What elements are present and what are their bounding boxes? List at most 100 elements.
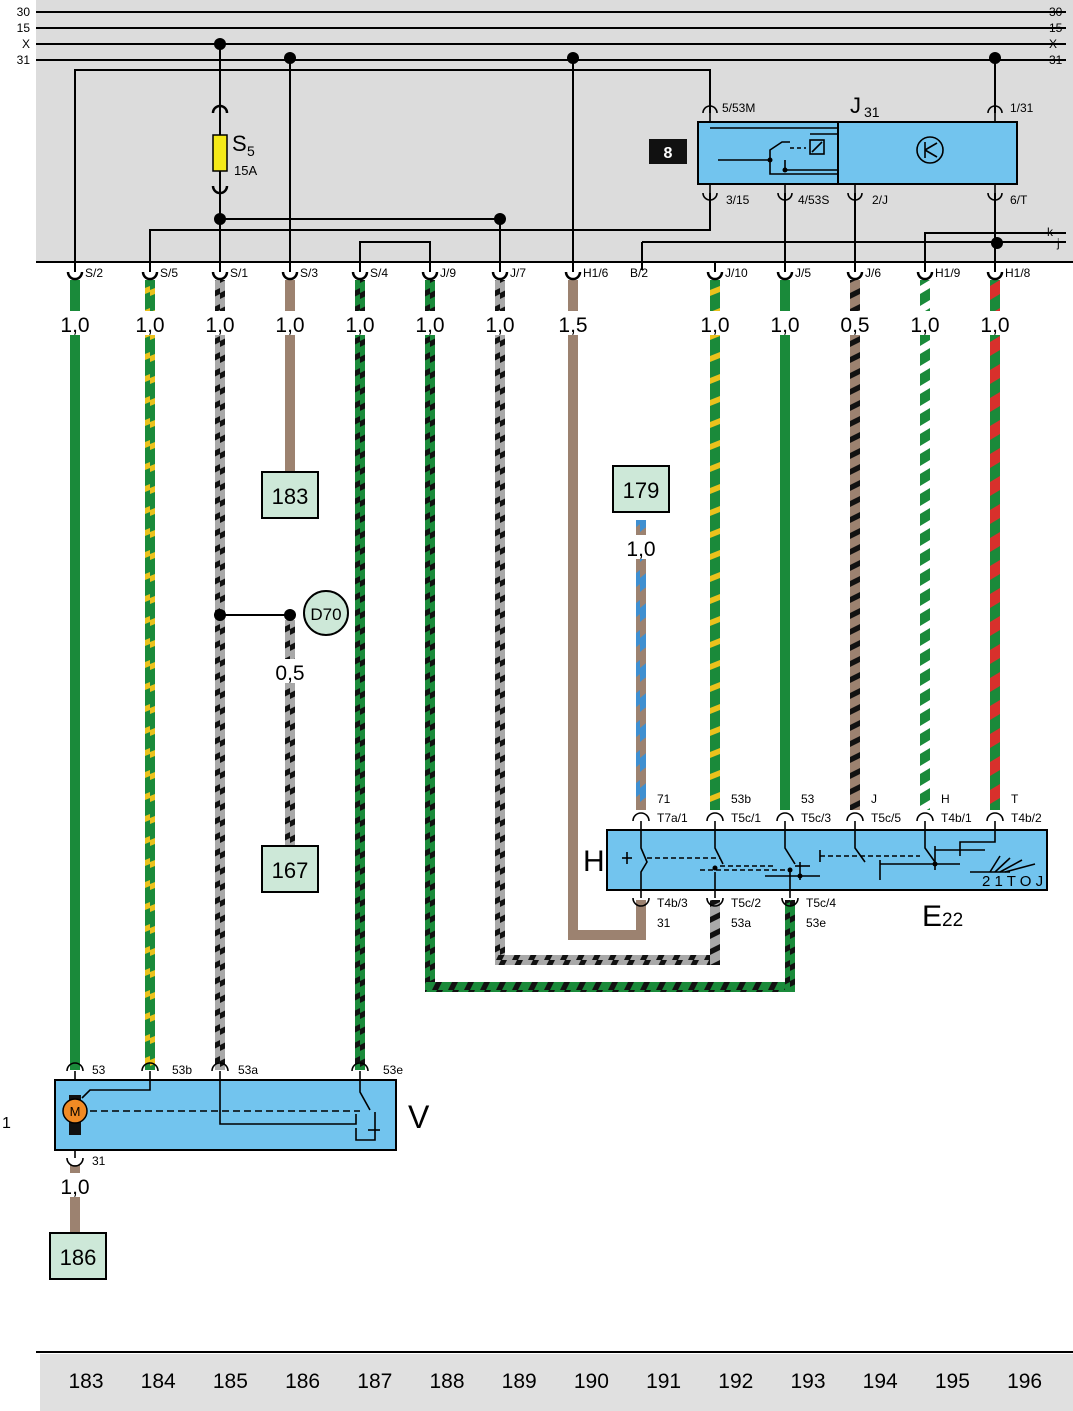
reference-186-text: 186 bbox=[60, 1245, 97, 1270]
motor-pin-53b: 53b bbox=[172, 1063, 192, 1077]
connector-s3-label: S/3 bbox=[300, 266, 318, 280]
reference-167-text: 167 bbox=[272, 858, 309, 883]
motor-pin-31: 31 bbox=[92, 1154, 106, 1168]
reference-179-text: 179 bbox=[623, 478, 660, 503]
gauge-s3: 1,0 bbox=[275, 314, 304, 337]
supply-rails bbox=[36, 11, 1066, 61]
switch-top-pin-1: T5c/1 bbox=[731, 811, 761, 825]
switch-positions: 2 1 T O J bbox=[982, 873, 1043, 890]
connector-j10-label: J/10 bbox=[725, 266, 748, 280]
gauge-bg-h1-6 bbox=[554, 311, 592, 335]
wire-h1-9 bbox=[920, 280, 930, 810]
connector-j10-socket bbox=[706, 271, 724, 281]
wire-ref-179 bbox=[636, 520, 646, 810]
relay-pin-2-j: 2/J bbox=[872, 193, 888, 207]
connector-s5-socket bbox=[141, 271, 159, 281]
rail-x-label: X bbox=[22, 37, 30, 51]
connector-s2-socket bbox=[66, 271, 84, 281]
gauge-s5: 1,0 bbox=[135, 314, 164, 337]
connector-s4-socket bbox=[351, 271, 369, 281]
connector-h1-6-label: H1/6 bbox=[583, 266, 609, 280]
relay-pin-3-15: 3/15 bbox=[726, 193, 750, 207]
gauge-bg-s1 bbox=[201, 311, 239, 335]
reference-box-183 bbox=[261, 471, 319, 519]
wiper-motor-v bbox=[54, 1062, 397, 1167]
gauge-h1-6: 1,5 bbox=[558, 314, 587, 337]
switch-top-code-5: T bbox=[1011, 792, 1019, 806]
gauge-motor_ground: 1,0 bbox=[60, 1176, 89, 1199]
connector-j9-label: J/9 bbox=[440, 266, 456, 280]
connector-s4-label: S/4 bbox=[370, 266, 388, 280]
panel-junction-dots bbox=[214, 38, 1003, 249]
gauge-bg-s5 bbox=[131, 311, 169, 335]
wire-j7-riser bbox=[710, 900, 720, 965]
wire-j7 bbox=[495, 280, 505, 965]
gauge-bg-j7 bbox=[481, 311, 519, 335]
wire-h1-6 bbox=[568, 280, 578, 940]
reference-box-167 bbox=[261, 845, 319, 893]
motor-m-symbol bbox=[62, 1098, 88, 1124]
ground-point-d70 bbox=[303, 590, 349, 636]
relay-name: J bbox=[850, 93, 861, 118]
wire-s2 bbox=[70, 280, 80, 1070]
wire-s1 bbox=[215, 280, 225, 1070]
rail-15-label: 15 bbox=[17, 21, 31, 35]
gauge-bg-d70 bbox=[271, 659, 309, 683]
reference-183-text: 183 bbox=[272, 484, 309, 509]
gauge-bg-s3 bbox=[271, 311, 309, 335]
footer-column-184: 184 bbox=[141, 1370, 176, 1393]
connector-s3-socket bbox=[281, 271, 299, 281]
connector-j6-socket bbox=[846, 271, 864, 281]
footer-column-188: 188 bbox=[429, 1370, 464, 1393]
gauge-j9: 1,0 bbox=[415, 314, 444, 337]
wire-j5 bbox=[780, 280, 790, 810]
ground-point-d70-label: D70 bbox=[310, 605, 341, 624]
switch-top-pin-4: T4b/1 bbox=[941, 811, 972, 825]
switch-top-pin-0: T7a/1 bbox=[657, 811, 688, 825]
relay-pin-1-31: 1/31 bbox=[1010, 101, 1034, 115]
connector-h1-8-label: H1/8 bbox=[1005, 266, 1031, 280]
wire-j6 bbox=[850, 280, 860, 810]
switch-top-code-1: 53b bbox=[731, 792, 751, 806]
connector-h1-9-label: H1/9 bbox=[935, 266, 961, 280]
footer-column-196: 196 bbox=[1007, 1370, 1042, 1393]
gauge-d70: 0,5 bbox=[275, 662, 304, 685]
footer-column-193: 193 bbox=[790, 1370, 825, 1393]
connector-j9-socket bbox=[421, 271, 439, 281]
footer-column-185: 185 bbox=[213, 1370, 248, 1393]
gauge-s4: 1,0 bbox=[345, 314, 374, 337]
switch-sub: 22 bbox=[942, 910, 963, 931]
motor-pin-53a: 53a bbox=[238, 1063, 258, 1077]
wire-j9-riser bbox=[785, 900, 795, 992]
relay-pin-6-t: 6/T bbox=[1010, 193, 1028, 207]
gauge-j5: 1,0 bbox=[770, 314, 799, 337]
connector-b2-label: B/2 bbox=[630, 266, 648, 280]
connector-h1-8-socket bbox=[986, 271, 1004, 281]
connector-s1-label: S/1 bbox=[230, 266, 248, 280]
wiper-switch-e22 bbox=[606, 812, 1048, 907]
connector-j7-label: J/7 bbox=[510, 266, 526, 280]
fuse-s5 bbox=[211, 104, 229, 195]
switch-bottom-pin-2: T5c/4 bbox=[806, 896, 836, 910]
switch-top-code-0: 71 bbox=[657, 792, 671, 806]
rail-31-label-right: 31 bbox=[1049, 53, 1063, 67]
wire-h1-6-riser bbox=[636, 900, 646, 940]
motor-name: V bbox=[408, 1099, 430, 1135]
side-label: 1 bbox=[2, 1115, 11, 1132]
wire-s3 bbox=[285, 280, 295, 472]
rail-x-label-right: X bbox=[1049, 37, 1057, 51]
connector-h1-6-socket bbox=[564, 271, 582, 281]
switch-h-label: H bbox=[583, 845, 605, 878]
footer-strip bbox=[40, 1354, 1073, 1411]
gauge-bg-j9 bbox=[411, 311, 449, 335]
fuse-body bbox=[212, 134, 228, 172]
wire-d70 bbox=[285, 620, 295, 848]
gauge-bg-s4 bbox=[341, 311, 379, 335]
gauge-bg-s2 bbox=[56, 311, 94, 335]
relay-pin-5-53m: 5/53M bbox=[722, 101, 755, 115]
connector-j6-label: J/6 bbox=[865, 266, 881, 280]
relay-j31 bbox=[697, 105, 1018, 201]
connector-j5-label: J/5 bbox=[795, 266, 811, 280]
connector-s1-socket bbox=[211, 271, 229, 281]
